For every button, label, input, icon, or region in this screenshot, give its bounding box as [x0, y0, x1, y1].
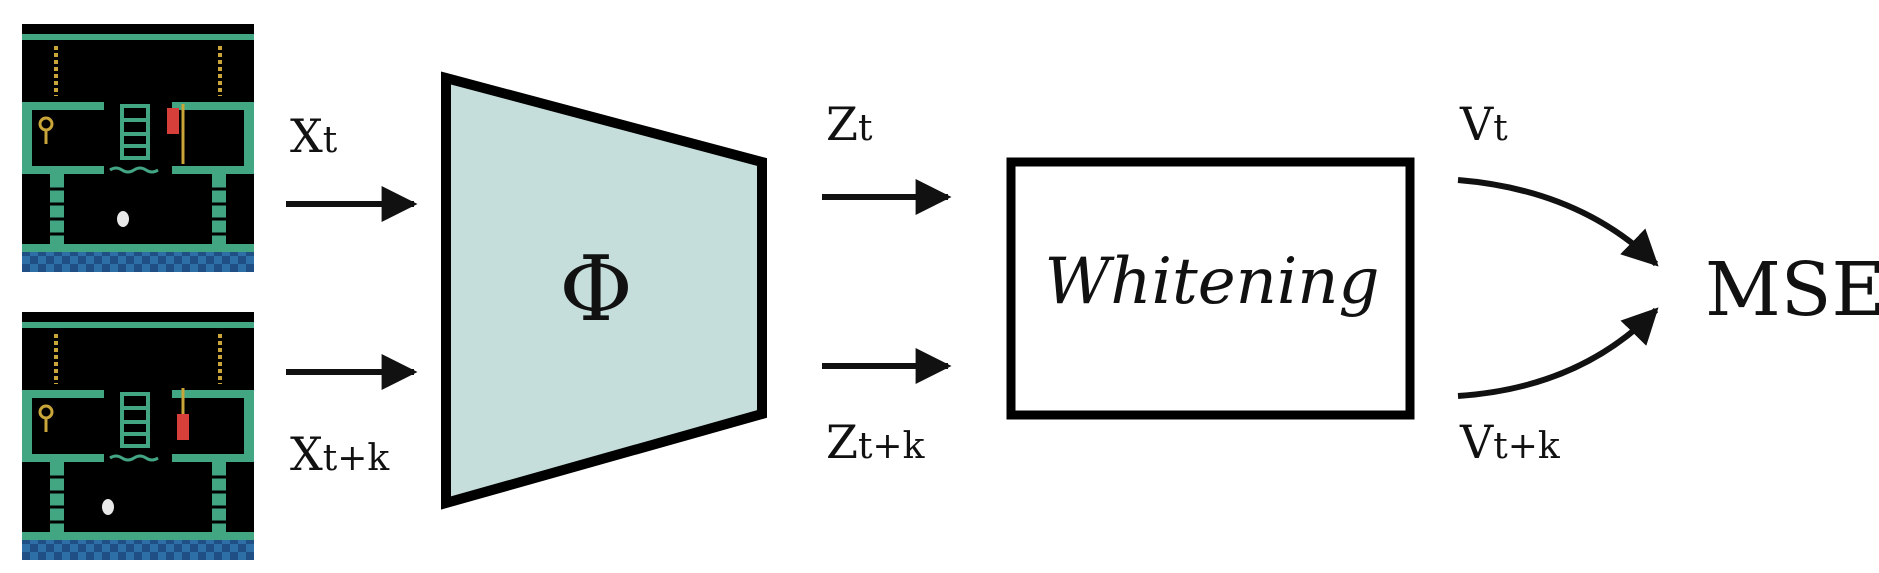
- frame-t-image: [20, 22, 256, 274]
- output-label-top: Vt: [1459, 97, 1508, 151]
- arrow-output-bottom: [1457, 307, 1659, 399]
- embedding-label-top: Zt: [826, 97, 873, 151]
- encoder-symbol: Φ: [559, 237, 633, 342]
- output-label-bottom: Vt+k: [1459, 415, 1561, 469]
- embedding-label-bottom: Zt+k: [826, 415, 926, 469]
- arrow-output-top: [1457, 177, 1659, 267]
- frame-t-plus-k-image: [20, 310, 256, 562]
- input-label-bottom: Xt+k: [290, 427, 390, 481]
- whitening-label: Whitening: [1045, 245, 1380, 319]
- input-label-top: Xt: [290, 109, 338, 163]
- whitening-box: [1006, 157, 1415, 420]
- mse-label: MSE: [1705, 247, 1879, 333]
- encoder-trapezoid: [441, 71, 767, 510]
